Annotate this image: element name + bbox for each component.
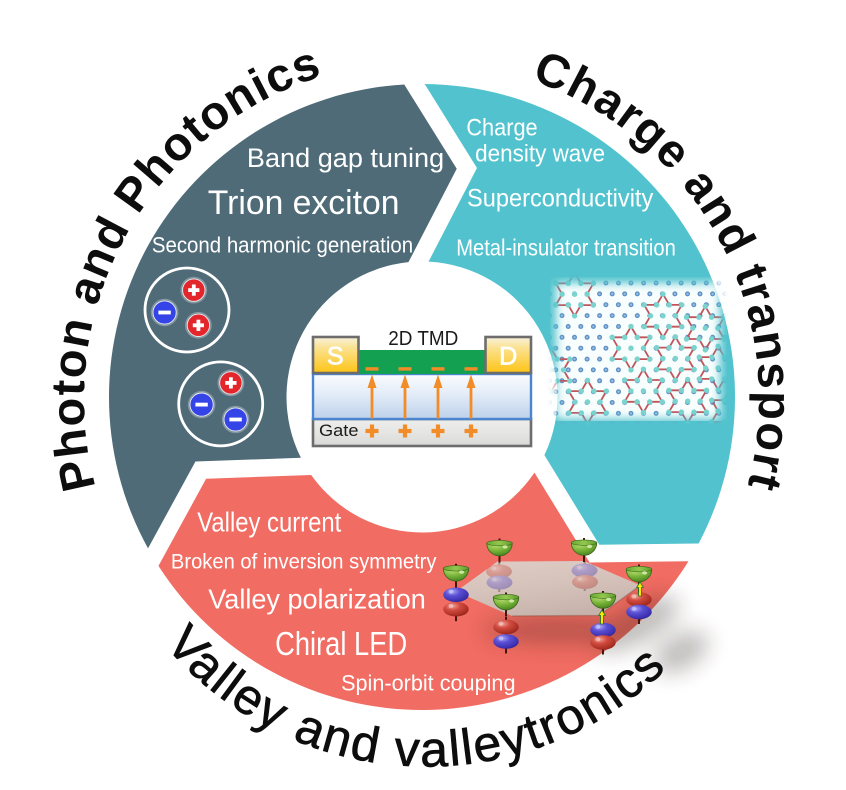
svg-text:Metal-insulator transition: Metal-insulator transition [456, 235, 676, 261]
svg-text:Superconductivity: Superconductivity [467, 184, 654, 212]
svg-text:Chiral LED: Chiral LED [275, 625, 407, 662]
svg-text:Second harmonic generation: Second harmonic generation [152, 232, 413, 257]
svg-text:Gate: Gate [319, 421, 359, 440]
svg-text:Broken of inversion symmetry: Broken of inversion symmetry [171, 549, 437, 573]
svg-text:density wave: density wave [475, 142, 605, 168]
svg-text:Valley current: Valley current [197, 507, 341, 538]
svg-text:Trion exciton: Trion exciton [208, 184, 400, 222]
svg-text:Band gap tuning: Band gap tuning [247, 143, 444, 173]
svg-text:Spin-orbit couping: Spin-orbit couping [341, 671, 515, 696]
svg-text:Charge: Charge [466, 114, 537, 141]
svg-text:D: D [499, 342, 517, 370]
svg-text:2D TMD: 2D TMD [388, 328, 458, 350]
svg-text:Valley polarization: Valley polarization [208, 584, 426, 615]
svg-text:S: S [327, 342, 344, 370]
